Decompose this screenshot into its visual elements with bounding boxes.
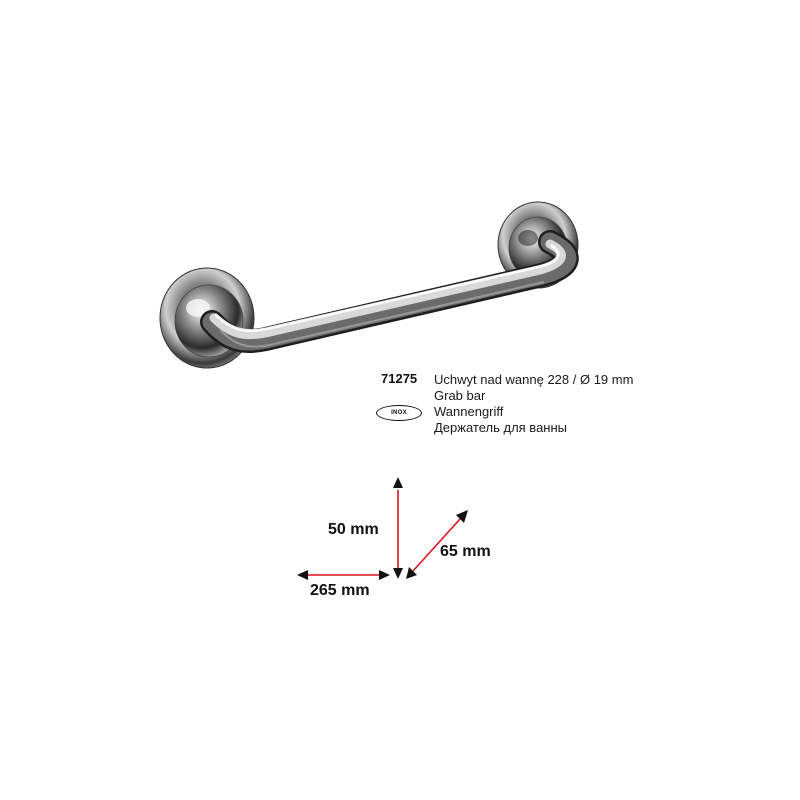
description-russian: Держатель для ванны: [434, 420, 567, 435]
depth-label: 65 mm: [440, 543, 491, 560]
description-polish: Uchwyt nad wannę 228 / Ø 19 mm: [434, 372, 634, 387]
width-arrow-left-icon: [297, 570, 308, 580]
product-code: 71275: [381, 371, 418, 386]
height-label: 50 mm: [328, 521, 379, 538]
description-english: Grab bar: [434, 388, 486, 403]
description-german: Wannengriff: [434, 404, 504, 419]
width-arrow-right-icon: [379, 570, 390, 580]
grab-bar-photo: [159, 201, 579, 369]
width-label: 265 mm: [310, 582, 370, 599]
height-arrow-up-icon: [393, 477, 403, 488]
inox-badge: INOX: [376, 405, 422, 421]
depth-dimension-line: [412, 518, 461, 572]
dimension-diagram: [297, 477, 468, 580]
depth-arrow-up-icon: [456, 510, 468, 523]
height-arrow-down-icon: [393, 568, 403, 579]
depth-arrow-down-icon: [406, 567, 417, 579]
